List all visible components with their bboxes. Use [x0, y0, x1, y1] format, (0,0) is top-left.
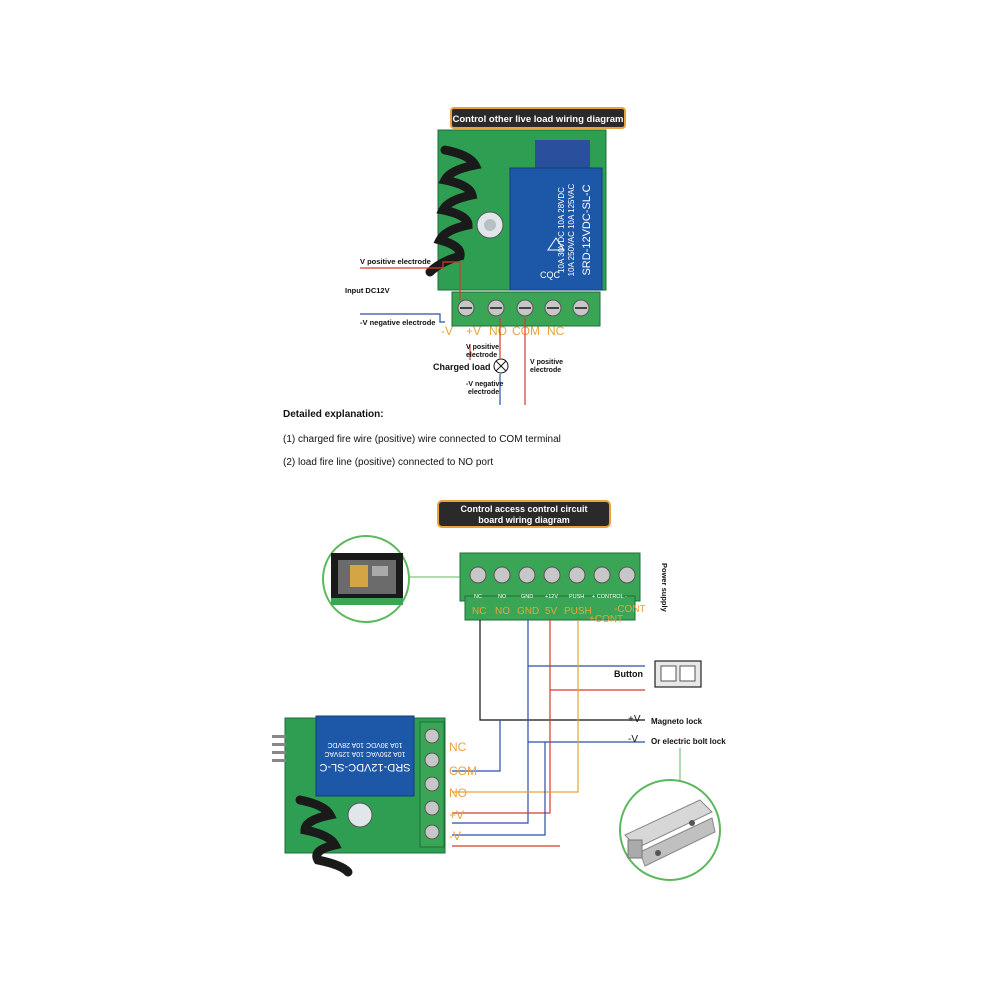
- ce-logo: CQC: [540, 270, 561, 280]
- top-terminal-no: NO: [489, 324, 507, 338]
- charged-load-group: V positive electrode Charged load -V neg…: [433, 344, 563, 396]
- charged-load-label: Charged load: [433, 362, 491, 372]
- bottom-relay-model: SRD-12VDC-SL-C: [319, 761, 410, 773]
- terminal-push: PUSH: [564, 606, 592, 617]
- v-positive-electrode-label: V positive electrode: [360, 257, 431, 266]
- top-relay-rating-1: 10A 250VAC 10A 125VAC: [567, 183, 576, 276]
- terminal-no: NO: [495, 606, 510, 617]
- explanation-title: Detailed explanation:: [283, 409, 384, 420]
- top-relay-rating-2: 10A 30VDC 10A 28VDC: [557, 187, 566, 273]
- bottom-antenna-coil: [295, 795, 353, 877]
- top-terminal-minus-v: -V: [441, 324, 453, 338]
- board-small-no: NO: [498, 594, 507, 600]
- load-v-negative-2: electrode: [468, 389, 499, 396]
- explanation-line-2: (2) load fire line (positive) connected …: [283, 457, 494, 468]
- relay-terminal-nc: NC: [449, 740, 467, 754]
- top-terminal-com: COM: [512, 324, 540, 338]
- board-small-push: PUSH: [569, 594, 584, 600]
- bottom-relay-module: SRD-12VDC-SL-C 10A 250VAC 10A 125VAC 10A…: [272, 715, 477, 877]
- load-right-v-positive-2: electrode: [530, 367, 561, 374]
- crystal-component: [535, 140, 590, 170]
- terminal-gnd: GND: [517, 606, 539, 617]
- top-terminal-block: [451, 291, 601, 327]
- button-label: Button: [614, 669, 643, 679]
- bottom-banner-line2: board wiring diagram: [478, 515, 570, 525]
- bottom-banner-line1: Control access control circuit: [460, 504, 587, 514]
- bottom-terminal-block: [419, 721, 445, 848]
- v-negative-electrode-label: -V negative electrode: [360, 318, 435, 327]
- board-small-gnd: GND: [521, 594, 533, 600]
- top-banner: Control other live load wiring diagram: [450, 107, 626, 129]
- relay-terminal-com: COM: [449, 764, 477, 778]
- top-banner-text: Control other live load wiring diagram: [452, 114, 623, 125]
- terminal-plus-cont: +CONT: [589, 614, 623, 625]
- relay-terminal-plus-v: +V: [449, 808, 464, 822]
- bottom-banner: Control access control circuit board wir…: [437, 500, 611, 528]
- terminal-minus-cont: -CONT: [614, 604, 646, 615]
- power-supply-label: Power supply: [660, 563, 669, 613]
- access-board-terminal-strip: NC NO GND +12V PUSH + CONTROL - NC NO GN…: [459, 552, 669, 625]
- lock-labels: +V -V Magneto lock Or electric bolt lock: [628, 714, 726, 746]
- top-relay-module: SRD-12VDC-SL-C 10A 250VAC 10A 125VAC 10A…: [425, 129, 607, 338]
- top-wires: [360, 261, 526, 405]
- top-relay: SRD-12VDC-SL-C 10A 250VAC 10A 125VAC 10A…: [509, 167, 603, 291]
- load-v-positive-1: V positive: [466, 344, 499, 351]
- load-right-v-positive-1: V positive: [530, 359, 563, 366]
- magneto-lock-label: Magneto lock: [651, 717, 703, 726]
- plus-v-label: +V: [628, 714, 641, 725]
- top-relay-model: SRD-12VDC-SL-C: [581, 184, 593, 275]
- board-small-control: + CONTROL -: [592, 594, 627, 600]
- button-group: Button: [614, 660, 702, 688]
- relay-terminal-minus-v: -V: [449, 829, 461, 843]
- load-v-negative-1: -V negative: [466, 381, 503, 388]
- load-v-positive-2: electrode: [466, 352, 497, 359]
- bottom-relay-rating-2: 10A 30VDC 10A 28VDC: [327, 741, 402, 748]
- top-terminal-nc: NC: [547, 324, 565, 338]
- bottom-capacitor: [347, 802, 373, 828]
- terminal-5v: 5V: [545, 606, 558, 617]
- lamp-icon: [493, 358, 509, 374]
- bottom-wires: [452, 620, 645, 847]
- antenna-coil: [425, 145, 482, 277]
- top-left-labels: V positive electrode Input DC12V -V nega…: [345, 257, 435, 327]
- warning-icon: [547, 237, 565, 251]
- relay-terminal-no: NO: [449, 786, 467, 800]
- bottom-relay: SRD-12VDC-SL-C 10A 250VAC 10A 125VAC 10A…: [315, 715, 415, 797]
- board-small-nc: NC: [474, 594, 482, 600]
- bottom-relay-rating-1: 10A 250VAC 10A 125VAC: [324, 750, 405, 757]
- top-terminal-plus-v: +V: [466, 324, 481, 338]
- terminal-nc: NC: [472, 606, 486, 617]
- access-board-zoom: [322, 535, 460, 623]
- minus-v-label: -V: [628, 734, 638, 745]
- explanation-line-1: (1) charged fire wire (positive) wire co…: [283, 434, 561, 445]
- electric-bolt-lock-label: Or electric bolt lock: [651, 737, 726, 746]
- board-small-12v: +12V: [545, 594, 558, 600]
- electric-bolt-lock: [619, 748, 721, 881]
- input-dc12v-label: Input DC12V: [345, 286, 390, 295]
